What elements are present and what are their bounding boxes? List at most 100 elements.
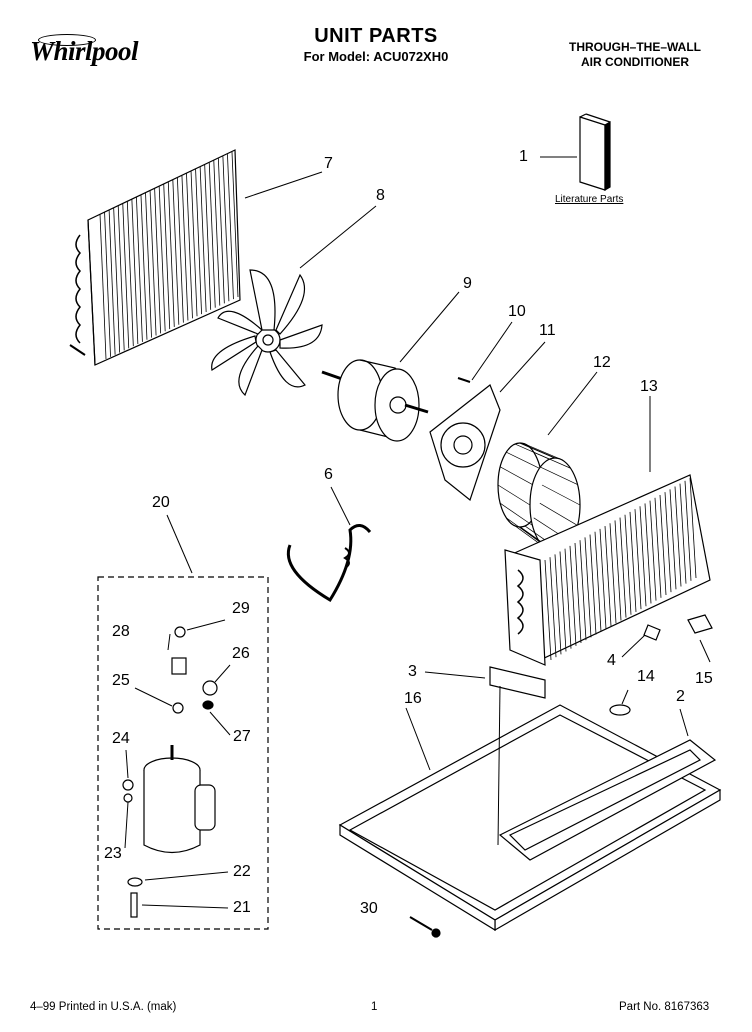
tube-coil <box>343 547 350 569</box>
callout-14: 14 <box>637 668 655 685</box>
coil-fin <box>190 171 198 317</box>
coil-fin <box>599 528 607 629</box>
coil-fin <box>136 196 143 342</box>
product-type: THROUGH–THE–WALL AIR CONDITIONER <box>550 40 720 70</box>
callout-8: 8 <box>376 187 385 204</box>
coil-fin <box>154 188 162 334</box>
coil-fin <box>181 175 189 321</box>
page-title: UNIT PARTS <box>314 25 438 47</box>
blower-blade <box>500 466 533 485</box>
blower-wheel <box>497 442 581 553</box>
callout-11: 11 <box>539 322 556 339</box>
footer-part-number: Part No. 8167363 <box>619 1001 710 1013</box>
product-type-line1: THROUGH–THE–WALL <box>569 40 701 54</box>
blower-blade <box>533 451 571 469</box>
footer-page-number: 1 <box>371 1001 378 1013</box>
coil-fin <box>113 207 121 353</box>
coil-fin <box>99 213 107 360</box>
coil-fin <box>604 526 612 627</box>
coil-fin <box>554 554 562 655</box>
coil-fin <box>684 480 692 581</box>
coil-fin <box>654 497 662 598</box>
blower-blade <box>541 484 581 506</box>
condenser-coil <box>69 149 241 366</box>
blower-blade <box>499 502 533 526</box>
callout-15: 15 <box>695 670 713 687</box>
coil-fin <box>204 164 212 310</box>
refrigerant-tube <box>287 524 372 603</box>
leader-lines <box>124 156 711 909</box>
coil-fin <box>186 173 193 319</box>
callout-22: 22 <box>233 863 251 880</box>
coil-fin <box>559 551 567 652</box>
clip-part <box>643 624 661 641</box>
evaporator-coil <box>504 474 711 666</box>
callout-6: 6 <box>324 466 333 483</box>
blower-blade <box>539 502 578 526</box>
coil-fin <box>619 517 627 618</box>
fan-blade <box>211 269 323 397</box>
coil-fin <box>639 506 647 607</box>
literature-parts-label: Literature Parts <box>555 194 624 205</box>
support-rail <box>489 666 546 699</box>
coil-fin <box>579 540 587 641</box>
coil-fin <box>649 500 657 601</box>
grommet <box>609 704 631 716</box>
coil-fin <box>163 184 171 330</box>
callout-29: 29 <box>232 600 250 617</box>
coil-fin <box>564 548 572 649</box>
blower-blade <box>539 466 578 485</box>
callout-28: 28 <box>112 623 130 640</box>
coil-fin <box>172 179 180 325</box>
coil-fin <box>679 483 687 584</box>
callout-20: 20 <box>152 494 170 511</box>
blower-blade <box>506 517 540 543</box>
bracket-15 <box>687 614 713 634</box>
coil-fin <box>629 511 637 612</box>
coil-fin <box>227 154 234 300</box>
coil-fin <box>117 205 125 351</box>
coil-fin <box>104 211 111 357</box>
callout-2: 2 <box>676 688 685 705</box>
callout-26: 26 <box>232 645 250 662</box>
coil-fin <box>624 514 632 615</box>
coil-fin <box>108 209 116 355</box>
callout-13: 13 <box>640 378 658 395</box>
model-subtitle: For Model: ACU072XH0 <box>303 49 449 64</box>
compressor-group-box <box>97 576 269 930</box>
callout-21: 21 <box>233 899 251 916</box>
coil-fin <box>149 190 157 336</box>
coil-fin <box>167 181 175 327</box>
coil-fin <box>176 177 184 323</box>
callout-3: 3 <box>408 663 417 680</box>
coil-fin <box>122 203 130 349</box>
coil-fin <box>231 151 239 298</box>
coil-fin <box>549 557 557 658</box>
coil-fin <box>131 199 139 345</box>
callout-30: 30 <box>360 900 378 917</box>
blower-blade <box>506 451 540 469</box>
coil-fin <box>589 534 597 635</box>
coil-fin <box>669 489 677 590</box>
drain-pan <box>498 739 717 861</box>
motor-mount-bracket <box>429 377 501 502</box>
coil-fin <box>213 160 221 306</box>
fan-motor <box>321 359 429 442</box>
coil-fin <box>208 162 216 308</box>
blower-blade <box>524 443 561 460</box>
coil-fin <box>659 494 667 595</box>
coil-fin <box>644 503 652 604</box>
brand-logo: Whirlpool <box>30 36 139 66</box>
coil-fin <box>199 166 207 312</box>
coil-fin <box>222 156 230 302</box>
coil-fin <box>584 537 592 638</box>
coil-fin <box>664 492 672 593</box>
compressor <box>143 745 216 854</box>
literature-booklet <box>579 113 611 192</box>
callout-4: 4 <box>607 652 616 669</box>
drain-pan-inner <box>508 749 702 851</box>
coil-fin <box>217 158 225 304</box>
callout-23: 23 <box>104 845 122 862</box>
coil-fin <box>195 169 202 315</box>
